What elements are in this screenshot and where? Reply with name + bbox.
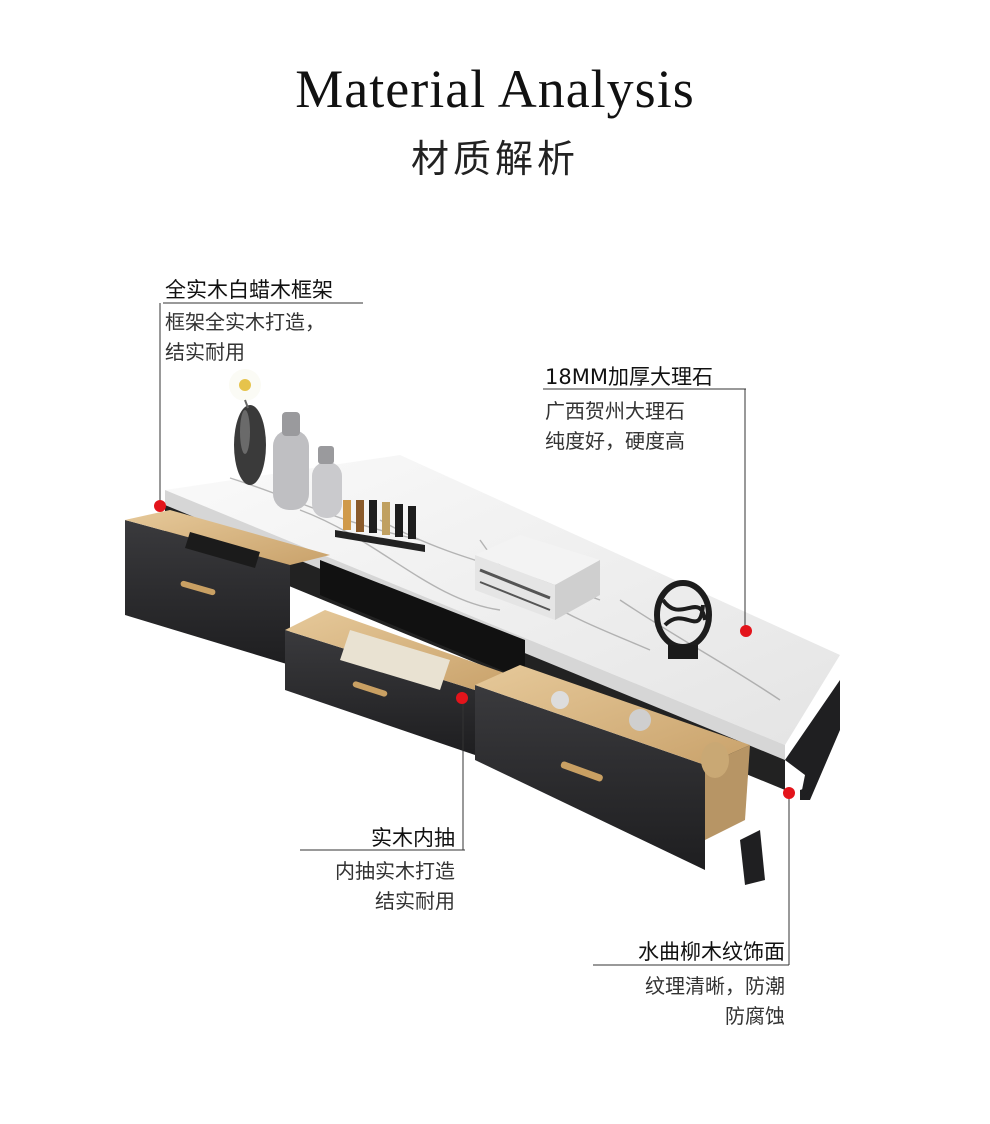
drawer-desc-line2: 结实耐用 (375, 889, 455, 913)
title-chinese: 材质解析 (410, 137, 579, 181)
marker-veneer (783, 787, 795, 799)
veneer-desc-line2: 防腐蚀 (725, 1004, 785, 1028)
marble-desc-line1: 广西贺州大理石 (545, 399, 685, 423)
drawer-middle (285, 610, 510, 755)
silver-bottles (273, 412, 342, 518)
frame-desc: 框架全实木打造， 结实耐用 (165, 307, 325, 367)
veneer-title: 水曲柳木纹饰面 (638, 940, 785, 964)
sculpture-decor (654, 580, 712, 659)
drawer-desc-line1: 内抽实木打造 (335, 859, 455, 883)
drawer-title: 实木内抽 (371, 826, 455, 850)
book-stack (475, 535, 600, 620)
veneer-desc: 纹理清晰，防潮 防腐蚀 (645, 971, 785, 1031)
drawer-desc: 内抽实木打造 结实耐用 (335, 856, 455, 916)
frame-title: 全实木白蜡木框架 (165, 278, 333, 302)
drawer-left (125, 510, 330, 665)
frame-desc-line1: 框架全实木打造， (165, 310, 325, 334)
vase-decor (229, 369, 266, 485)
marker-drawer (456, 692, 468, 704)
lipstick-tray (335, 500, 425, 552)
marker-marble (740, 625, 752, 637)
marble-desc: 广西贺州大理石 纯度好，硬度高 (545, 396, 685, 456)
marble-desc-line2: 纯度好，硬度高 (545, 429, 685, 453)
marble-title: 18MM加厚大理石 (545, 365, 713, 389)
veneer-desc-line1: 纹理清晰，防潮 (645, 974, 785, 998)
title-english: Material Analysis (295, 59, 695, 119)
marker-frame (154, 500, 166, 512)
frame-desc-line2: 结实耐用 (165, 340, 245, 364)
drawer-right (475, 665, 750, 870)
